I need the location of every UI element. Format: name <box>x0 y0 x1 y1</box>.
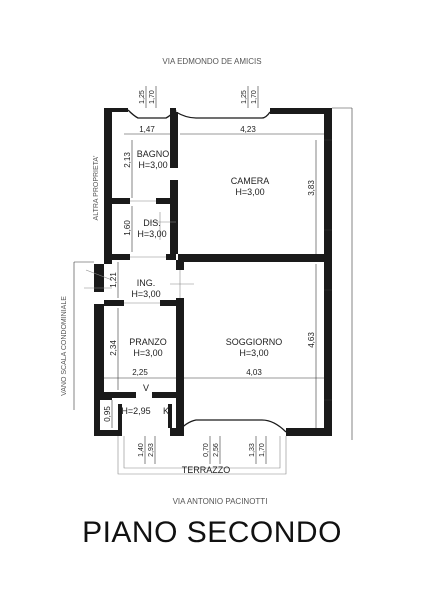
dim-camera-width: 4,23 <box>240 125 256 134</box>
room-dis-name: DIS. <box>143 218 161 228</box>
facade-windows <box>324 139 332 401</box>
dim-dis-depth: 1,60 <box>123 220 132 236</box>
top-right-dimensions: 1,25 1,70 <box>241 86 259 108</box>
dim-bottom-293: 2,93 <box>148 443 155 457</box>
dim-top-left-125: 1,25 <box>139 90 146 104</box>
dim-k-depth: 0,95 <box>103 406 112 422</box>
dimension-lines: 1,47 4,23 2,13 3,83 1,60 1,21 2,34 4,63 … <box>103 125 324 428</box>
room-soggiorno-height: H=3,00 <box>239 348 268 358</box>
room-camera-name: CAMERA <box>231 176 270 186</box>
dim-bottom-140: 1,40 <box>138 443 145 457</box>
dim-bottom-170: 1,70 <box>259 443 266 457</box>
room-pranzo-name: PRANZO <box>129 337 167 347</box>
dim-soggiorno-depth: 4,63 <box>307 332 316 348</box>
dim-top-right-125: 1,25 <box>241 90 248 104</box>
dim-bottom-070: 0,70 <box>203 443 210 457</box>
dim-top-right-170: 1,70 <box>251 90 258 104</box>
room-k-name: K <box>163 406 169 416</box>
room-bagno-height: H=3,00 <box>138 160 167 170</box>
room-soggiorno-name: SOGGIORNO <box>226 337 283 347</box>
top-left-dimensions: 1,25 1,70 <box>139 86 157 108</box>
dim-pranzo-depth: 2,34 <box>109 340 118 356</box>
room-camera-height: H=3,00 <box>235 187 264 197</box>
dim-bagno-width: 1,47 <box>139 125 155 134</box>
room-dis-height: H=3,00 <box>137 229 166 239</box>
dim-pranzo-width: 2,25 <box>132 368 148 377</box>
dim-bottom-256: 2,56 <box>213 443 220 457</box>
dim-camera-depth: 3,83 <box>307 180 316 196</box>
door-openings <box>84 200 194 304</box>
dim-top-left-170: 1,70 <box>149 90 156 104</box>
side-label-vano-scala: VANO SCALA CONDOMINIALE <box>61 296 68 396</box>
bottom-dimensions: 1,40 2,93 0,70 2,56 1,33 1,70 <box>138 436 267 464</box>
street-top-label: VIA EDMONDO DE AMICIS <box>162 57 261 66</box>
room-labels: BAGNO H=3,00 CAMERA H=3,00 DIS. H=3,00 I… <box>121 149 282 416</box>
interior-walls <box>104 112 324 436</box>
room-terrazzo-name: TERRAZZO <box>182 465 231 475</box>
dim-bottom-133: 1,33 <box>249 443 256 457</box>
street-bottom-label: VIA ANTONIO PACINOTTI <box>173 497 268 506</box>
dim-ing-depth: 1,21 <box>109 272 118 288</box>
room-ing-height: H=3,00 <box>131 289 160 299</box>
dim-soggiorno-width: 4,03 <box>246 368 262 377</box>
room-k-height: H=2,95 <box>121 406 150 416</box>
vent-symbol: V <box>143 383 149 393</box>
room-ing-name: ING. <box>137 278 156 288</box>
exterior-walls <box>73 107 353 440</box>
room-pranzo-height: H=3,00 <box>133 348 162 358</box>
side-label-altra-proprieta: ALTRA PROPRIETA' <box>93 156 100 221</box>
terrazzo: TERRAZZO <box>117 436 287 475</box>
floor-title: PIANO SECONDO <box>82 516 342 549</box>
room-bagno-name: BAGNO <box>137 149 170 159</box>
dim-bagno-depth: 2,13 <box>123 152 132 168</box>
